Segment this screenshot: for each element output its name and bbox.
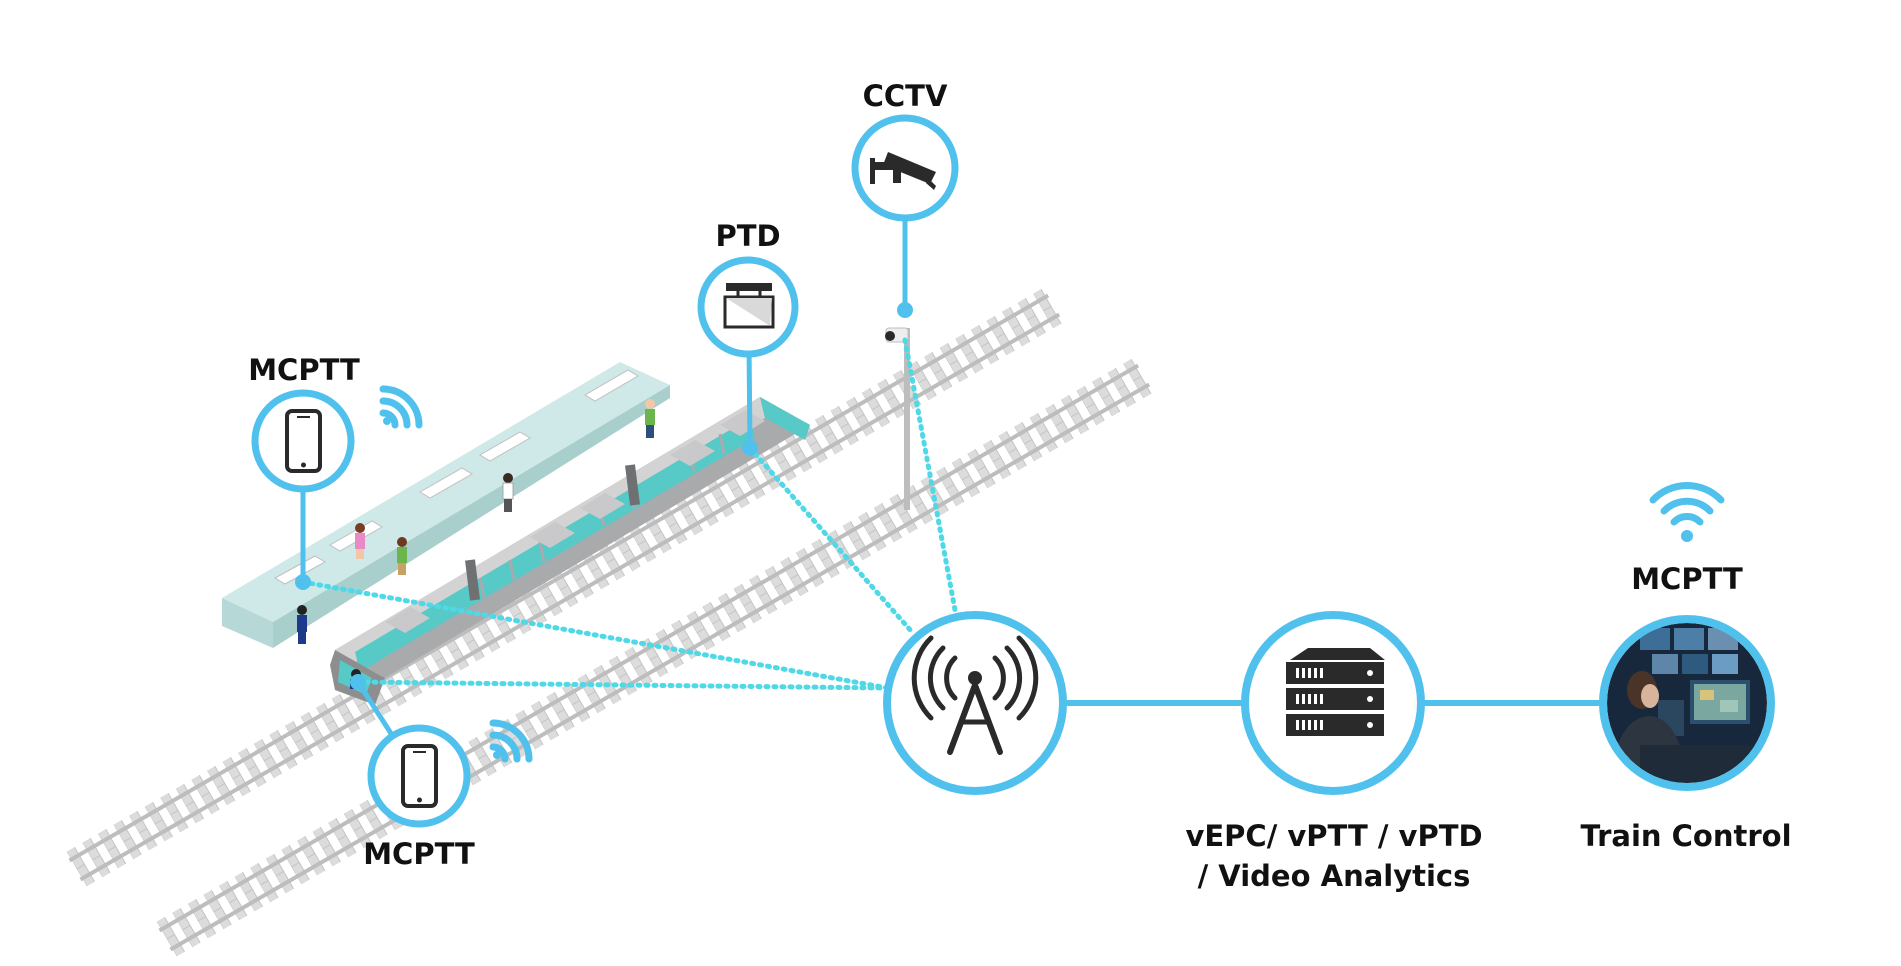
cctv-camera-icon: [870, 152, 936, 190]
ptd-pin: PTD: [697, 219, 799, 456]
core-label-line1: vEPC/ vPTT / vPTD: [1185, 819, 1482, 853]
train-control-label: Train Control: [1580, 819, 1791, 853]
radio-links: [300, 337, 958, 691]
wifi-icon: [379, 385, 423, 429]
cctv-pin: CCTV: [851, 79, 959, 318]
wifi-icon: [489, 719, 533, 763]
mcptt-train-pin: MCPTT: [350, 674, 533, 871]
mcptt-platform-pin: MCPTT: [248, 353, 423, 590]
mcptt-control-label: MCPTT: [1631, 562, 1743, 596]
station-platform: [222, 362, 670, 648]
ptd-label: PTD: [715, 219, 780, 253]
passengers: [297, 399, 655, 644]
smartphone-icon: [401, 744, 438, 808]
antenna-tower-icon: [911, 635, 1039, 755]
cctv-label: CCTV: [863, 79, 948, 113]
core-node: vEPC/ vPTT / vPTD / Video Analytics: [1185, 611, 1483, 893]
smartphone-icon: [285, 409, 322, 473]
radio-node: [883, 611, 1067, 795]
display-board-icon: [723, 283, 775, 329]
wifi-icon: [1649, 481, 1725, 526]
server-rack-icon: [1286, 648, 1385, 736]
cctv-pole: [885, 327, 910, 510]
mcptt-train-label: MCPTT: [363, 837, 475, 871]
core-label-line2: / Video Analytics: [1198, 859, 1471, 893]
train-control-node: MCPTT Train Control: [1580, 481, 1792, 853]
mcptt-platform-label: MCPTT: [248, 353, 360, 387]
